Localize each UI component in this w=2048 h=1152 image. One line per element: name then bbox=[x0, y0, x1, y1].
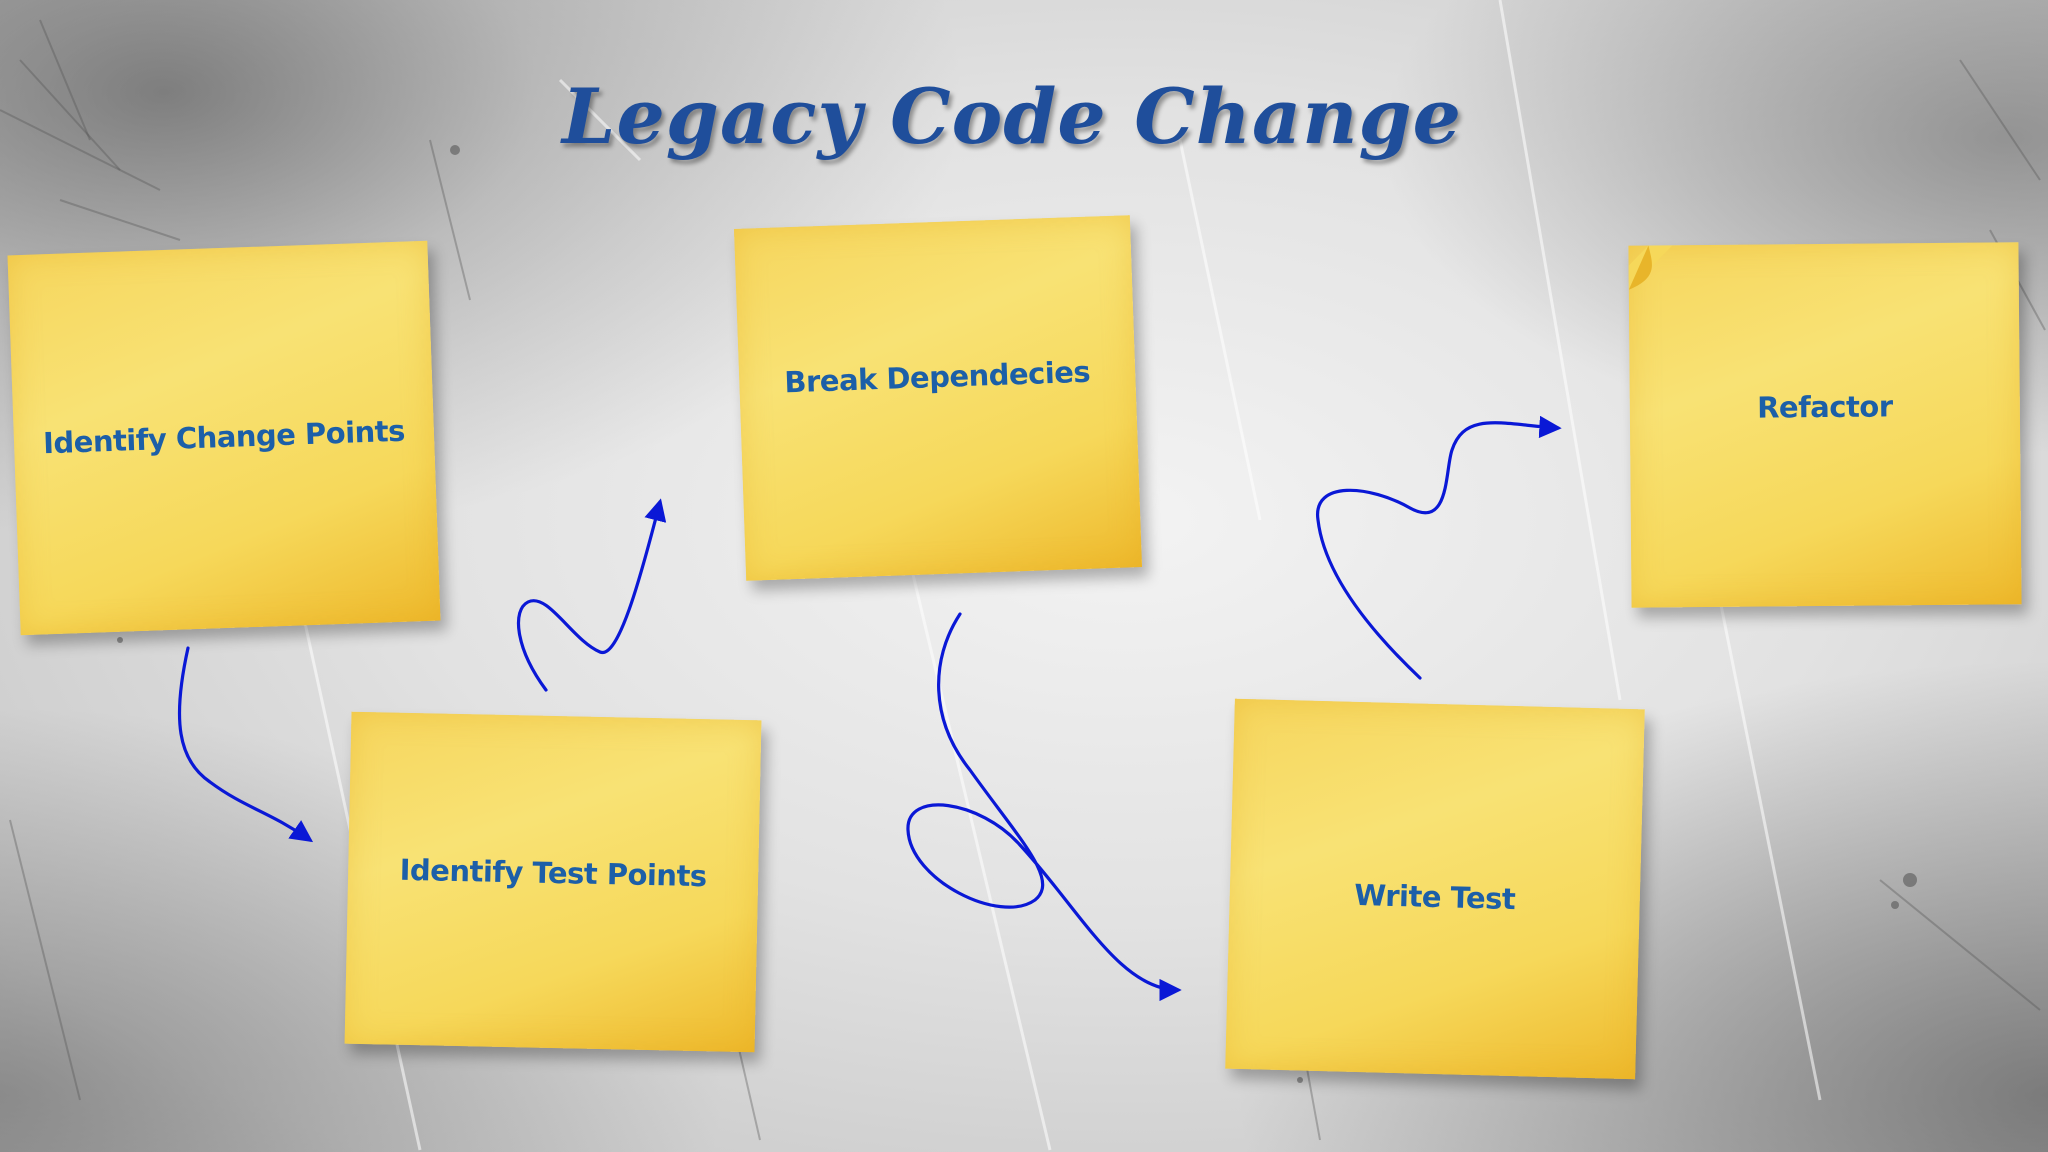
arrow-dependecies-to-write-test bbox=[906, 612, 1182, 1002]
diagram-title: Legacy Code Change bbox=[562, 72, 1462, 161]
arrow-test-points-to-dependecies bbox=[516, 498, 667, 692]
arrow-write-test-to-refactor bbox=[1316, 415, 1562, 680]
note-corner-curl bbox=[1628, 245, 1673, 290]
arrow-change-to-test-points bbox=[177, 646, 314, 843]
note-refactor: Refactor bbox=[1628, 242, 2022, 608]
